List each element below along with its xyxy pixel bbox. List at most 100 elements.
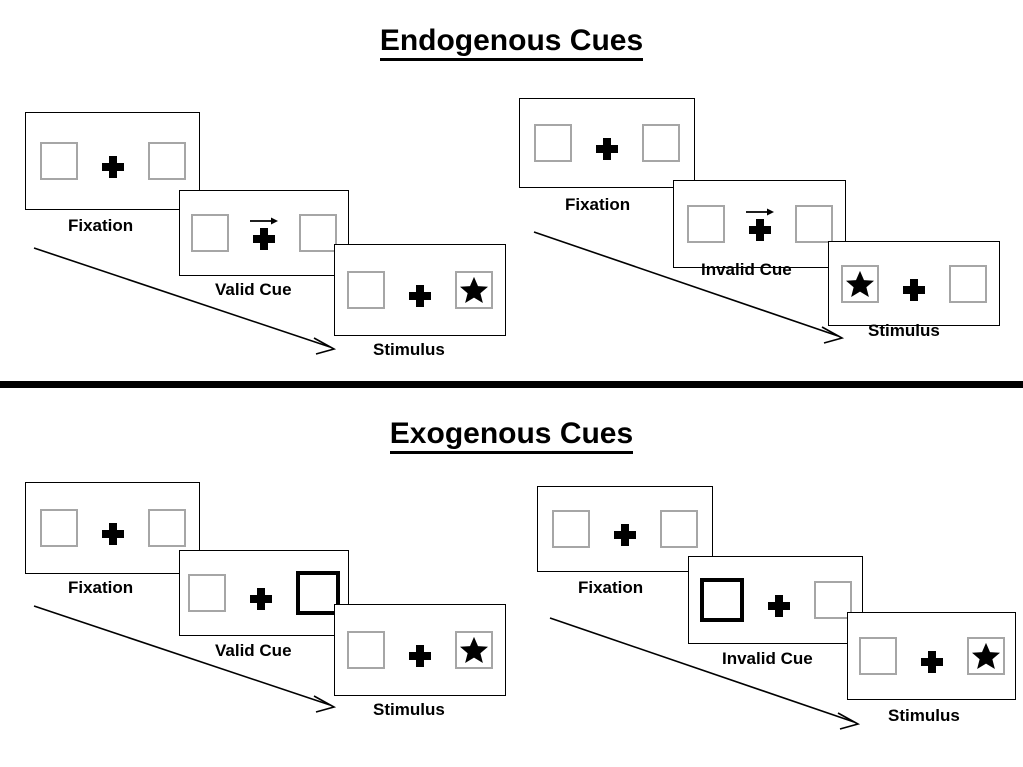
section-title-exogenous-text: Exogenous Cues (389, 417, 634, 454)
step-label-stimulus: Stimulus (373, 700, 445, 719)
stimulus-box-left (858, 637, 897, 675)
stimulus-box-left (191, 214, 229, 252)
stimulus-box-right (455, 631, 493, 669)
section-title-endogenous-text: Endogenous Cues (379, 24, 644, 61)
center-column (405, 273, 435, 307)
cue-arrow-placeholder (98, 144, 128, 156)
trial-card-stimulus[interactable] (847, 612, 1016, 700)
step-label-cue: Valid Cue (215, 641, 292, 660)
stimulus-box-right (813, 581, 852, 619)
step-label-stimulus: Stimulus (868, 321, 940, 340)
panel-endogenous-invalid: Fixation Invalid Cue (505, 78, 1017, 368)
card-content (858, 637, 1005, 675)
fixation-cross-icon (409, 645, 431, 667)
step-label-fixation: Fixation (578, 578, 644, 597)
stimulus-box-right (455, 271, 493, 309)
step-label-cue: Invalid Cue (722, 649, 813, 668)
cue-arrow-placeholder (764, 583, 794, 595)
section-divider (0, 381, 1023, 388)
fixation-cross-icon (920, 651, 943, 673)
arrow-right-cue-icon (745, 208, 774, 216)
section-title-endogenous: Endogenous Cues (0, 24, 1023, 61)
fixation-cross-icon (101, 156, 124, 178)
center-column (98, 511, 128, 545)
step-label-fixation: Fixation (68, 216, 134, 235)
center-column (764, 583, 794, 617)
trial-card-fixation[interactable] (519, 98, 695, 188)
fixation-cross-icon (409, 285, 431, 307)
card-content (188, 571, 340, 615)
card-content (39, 142, 186, 180)
stimulus-box-left (39, 142, 78, 180)
stimulus-box-left (841, 264, 879, 303)
arrow-right-cue-icon (250, 217, 278, 225)
card-content (39, 509, 186, 547)
step-label-stimulus: Stimulus (888, 706, 960, 725)
trial-card-cue[interactable] (179, 550, 349, 636)
stimulus-box-left (39, 509, 78, 547)
cue-arrow-placeholder (405, 633, 435, 645)
stimulus-box-left (552, 510, 590, 548)
fixation-cross-icon (253, 228, 275, 250)
stimulus-box-right (660, 510, 698, 548)
card-content (841, 264, 987, 303)
cue-arrow-placeholder (592, 126, 622, 138)
stimulus-box-right (966, 637, 1005, 675)
stimulus-box-left-cued (699, 578, 744, 622)
cue-arrow-placeholder (917, 639, 947, 651)
trial-card-stimulus[interactable] (828, 241, 1000, 326)
fixation-cross-icon (903, 278, 925, 301)
stimulus-box-left (686, 205, 725, 243)
trial-card-stimulus[interactable] (334, 244, 506, 336)
panel-exogenous-invalid: Fixation Invalid Cue (512, 468, 1023, 758)
center-column (917, 639, 947, 673)
stimulus-box-left (188, 574, 226, 612)
trial-card-cue[interactable] (179, 190, 349, 276)
stimulus-box-right (147, 509, 186, 547)
trial-card-fixation[interactable] (537, 486, 713, 572)
center-column (249, 216, 279, 250)
stimulus-box-right (642, 124, 680, 162)
step-label-cue: Valid Cue (215, 280, 292, 299)
card-content (552, 510, 698, 548)
trial-card-cue[interactable] (673, 180, 846, 268)
section-title-exogenous: Exogenous Cues (0, 417, 1023, 454)
panel-endogenous-valid: Fixation Valid Cue (0, 90, 512, 380)
cue-arrow-placeholder (610, 512, 640, 524)
star-target-icon (460, 636, 488, 663)
center-column (246, 576, 276, 610)
stimulus-box-right (147, 142, 186, 180)
stimulus-box-left (347, 271, 385, 309)
stimulus-box-right (794, 205, 833, 243)
card-content (191, 214, 337, 252)
fixation-cross-icon (596, 138, 618, 160)
trial-card-fixation[interactable] (25, 482, 200, 574)
stimulus-box-left (347, 631, 385, 669)
center-column (899, 267, 929, 301)
stimulus-box-right (299, 214, 337, 252)
stimulus-box-right (949, 264, 987, 303)
cue-arrow-placeholder (246, 576, 276, 588)
step-label-stimulus: Stimulus (373, 340, 445, 359)
panel-exogenous-valid: Fixation Valid Cue (0, 468, 512, 758)
center-column (405, 633, 435, 667)
star-target-icon (971, 642, 1000, 669)
card-content (699, 578, 852, 622)
fixation-cross-icon (767, 595, 790, 617)
cue-arrow-placeholder (405, 273, 435, 285)
star-target-icon (846, 270, 874, 297)
fixation-cross-icon (101, 523, 124, 545)
card-content (534, 124, 680, 162)
card-content (347, 271, 493, 309)
trial-card-cue[interactable] (688, 556, 863, 644)
star-target-icon (460, 276, 488, 303)
step-label-cue: Invalid Cue (701, 260, 792, 279)
fixation-cross-icon (614, 524, 636, 546)
trial-card-stimulus[interactable] (334, 604, 506, 696)
center-column (745, 207, 775, 241)
trial-card-fixation[interactable] (25, 112, 200, 210)
center-column (98, 144, 128, 178)
fixation-cross-icon (250, 588, 272, 610)
cue-arrow-placeholder (899, 267, 929, 279)
